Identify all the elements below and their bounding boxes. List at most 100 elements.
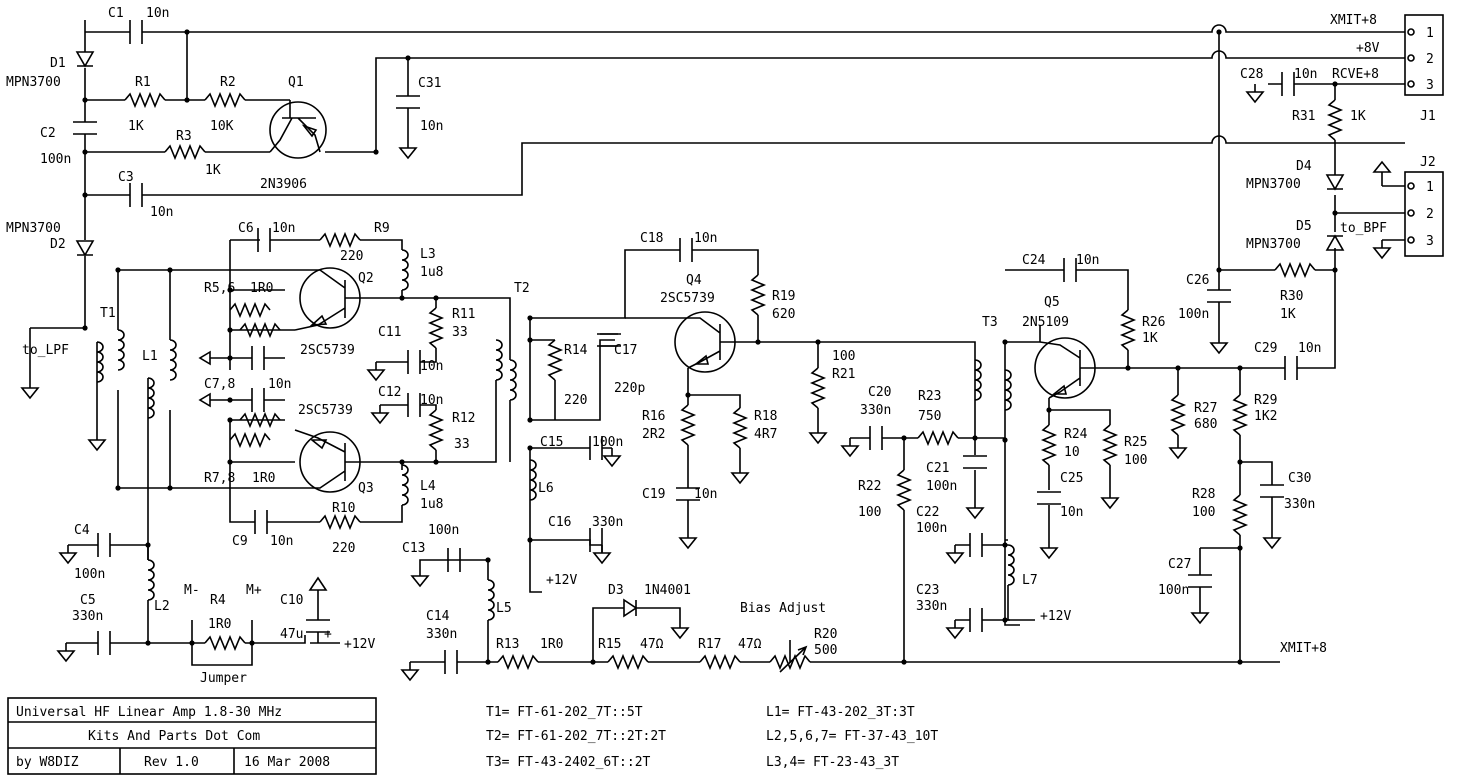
label-r17: R17 xyxy=(698,637,721,652)
label-t2: T2 xyxy=(514,281,530,296)
c31-capacitor xyxy=(395,95,421,109)
c18-capacitor xyxy=(679,237,693,263)
label-c28-value: 10n xyxy=(1294,67,1317,82)
label-d1-value: MPN3700 xyxy=(6,75,61,90)
label-c30: C30 xyxy=(1288,471,1311,486)
label-r29-value: 1K2 xyxy=(1254,409,1277,424)
q3-transistor xyxy=(294,429,361,493)
label-d4-value: MPN3700 xyxy=(1246,177,1301,192)
r16-resistor xyxy=(681,404,695,446)
label-q1-value: 2N3906 xyxy=(260,177,307,192)
label-plus12v-a: +12V xyxy=(344,637,375,652)
t3-primary xyxy=(974,359,982,401)
label-c24-value: 10n xyxy=(1076,253,1099,268)
c29-capacitor xyxy=(1284,355,1298,381)
c25-capacitor xyxy=(1036,491,1062,505)
r5-resistor xyxy=(229,303,271,317)
label-rcve8: RCVE+8 xyxy=(1332,67,1379,82)
label-c5-value: 330n xyxy=(72,609,103,624)
label-c27: C27 xyxy=(1168,557,1191,572)
label-r4: R4 xyxy=(210,593,226,608)
label-c28: C28 xyxy=(1240,67,1263,82)
label-r15-value: 47Ω xyxy=(640,637,664,652)
label-q3-value: 2SC5739 xyxy=(298,403,353,418)
r28-resistor xyxy=(1233,494,1247,536)
label-c1-value: 10n xyxy=(146,6,169,21)
note-l1: L1= FT-43-202_3T:3T xyxy=(766,705,915,720)
t2-secondary xyxy=(495,339,503,381)
label-c4-value: 100n xyxy=(74,567,105,582)
label-c18: C18 xyxy=(640,231,663,246)
label-r11: R11 xyxy=(452,307,475,322)
r24-resistor xyxy=(1042,424,1056,466)
label-c31-value: 10n xyxy=(420,119,443,134)
l5-inductor xyxy=(487,579,495,621)
label-r23: R23 xyxy=(918,389,941,404)
label-r10: R10 xyxy=(332,501,355,516)
label-c19-value: 10n xyxy=(694,487,717,502)
c11-capacitor xyxy=(407,349,421,375)
d2-diode xyxy=(75,240,95,257)
label-c17-value: 220p xyxy=(614,381,645,396)
q2-transistor xyxy=(294,267,361,331)
c7-capacitor xyxy=(251,345,265,371)
label-d5-value: MPN3700 xyxy=(1246,237,1301,252)
r15-resistor xyxy=(607,655,649,669)
label-c27-value: 100n xyxy=(1158,583,1189,598)
label-r1: R1 xyxy=(135,75,151,90)
label-c22-value: 100n xyxy=(916,521,947,536)
label-c30-value: 330n xyxy=(1284,497,1315,512)
label-q5: Q5 xyxy=(1044,295,1060,310)
l1-inductor-b xyxy=(147,377,155,419)
label-j2: J2 xyxy=(1420,155,1436,170)
title-block-company: Kits And Parts Dot Com xyxy=(88,729,260,744)
title-block-date: 16 Mar 2008 xyxy=(244,755,330,770)
label-c10-value: 47u xyxy=(280,627,303,642)
r21-resistor xyxy=(811,367,825,409)
title-block-author: by W8DIZ xyxy=(16,755,79,770)
c1-capacitor xyxy=(129,19,143,45)
label-r31-value: 1K xyxy=(1350,109,1366,124)
r25-resistor xyxy=(1103,424,1117,466)
label-r21: R21 xyxy=(832,367,855,382)
label-q4-value: 2SC5739 xyxy=(660,291,715,306)
d4-diode xyxy=(1325,174,1345,191)
winding-notes: T1= FT-61-202_7T::5T T2= FT-61-202_7T::2… xyxy=(486,705,938,770)
label-c13-value: 100n xyxy=(428,523,459,538)
l1-inductor-a xyxy=(169,339,177,381)
label-l6: L6 xyxy=(538,481,554,496)
label-j1-pin1: 1 xyxy=(1426,26,1434,41)
label-r1-value: 1K xyxy=(128,119,144,134)
label-j2-pin2: 2 xyxy=(1426,207,1434,222)
label-r23-value: 750 xyxy=(918,409,941,424)
c26-capacitor xyxy=(1206,289,1232,303)
c8-capacitor xyxy=(251,387,265,413)
label-c22: C22 xyxy=(916,505,939,520)
label-c10-plus: + xyxy=(324,627,332,642)
label-m-plus: M+ xyxy=(246,583,262,598)
label-c78: C7,8 xyxy=(204,377,235,392)
j1-connector xyxy=(1404,14,1444,96)
label-l1: L1 xyxy=(142,349,158,364)
label-r25-value: 100 xyxy=(1124,453,1147,468)
label-l2: L2 xyxy=(154,599,170,614)
note-t1: T1= FT-61-202_7T::5T xyxy=(486,705,643,720)
label-j1-pin2: 2 xyxy=(1426,52,1434,67)
d3-diode xyxy=(623,598,638,618)
label-c9: C9 xyxy=(232,534,248,549)
d1-diode xyxy=(75,51,95,68)
label-j2-pin3: 3 xyxy=(1426,234,1434,249)
label-c6-value: 10n xyxy=(272,221,295,236)
ground-symbols xyxy=(21,83,1391,681)
c22-capacitor xyxy=(969,532,983,558)
label-c15: C15 xyxy=(540,435,563,450)
label-r18: R18 xyxy=(754,409,777,424)
r3-resistor xyxy=(164,145,206,159)
title-block: Universal HF Linear Amp 1.8-30 MHz Kits … xyxy=(7,697,377,775)
label-c20-value: 330n xyxy=(860,403,891,418)
label-r20-value: 500 xyxy=(814,643,837,658)
c14-capacitor xyxy=(444,649,458,675)
r4-resistor xyxy=(204,636,246,650)
label-r30-value: 1K xyxy=(1280,307,1296,322)
label-c16: C16 xyxy=(548,515,571,530)
